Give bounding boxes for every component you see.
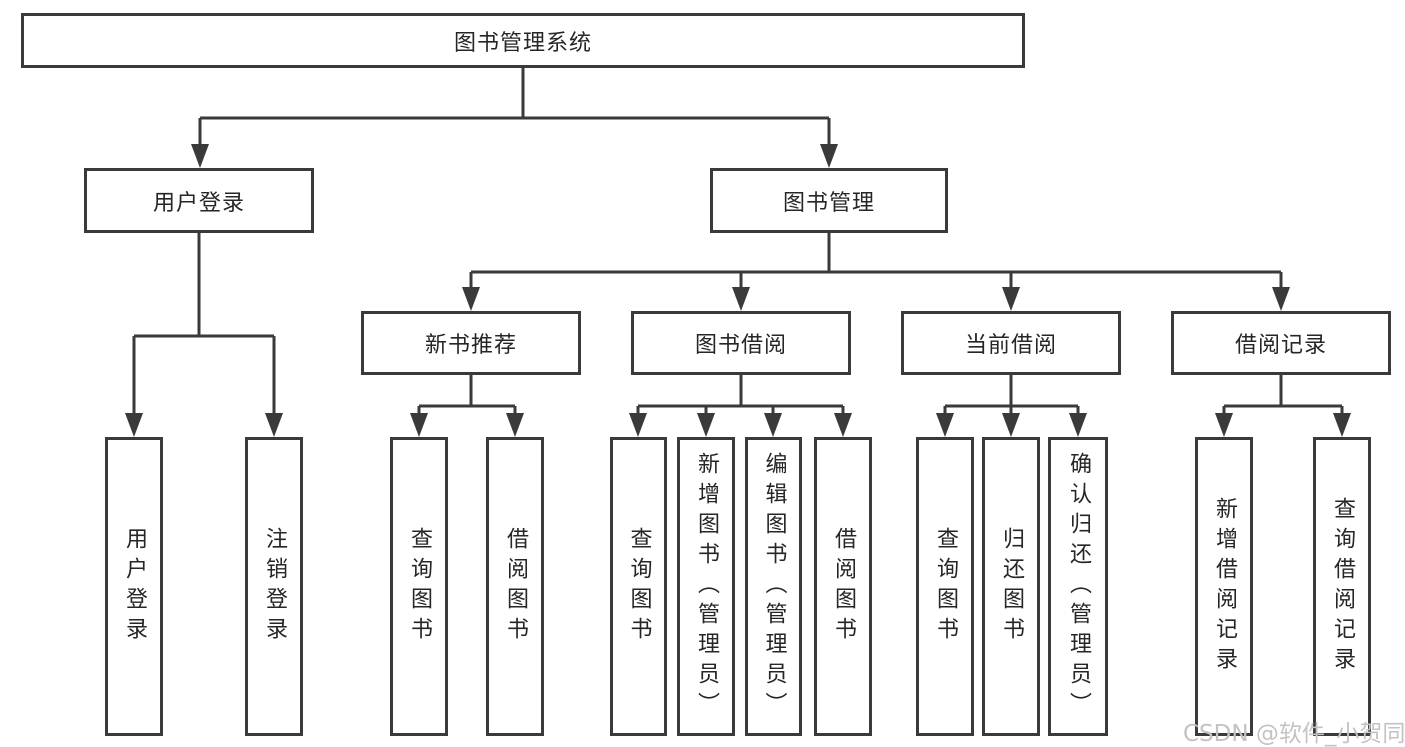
leaf-edit-book-admin: 编辑图书（管理员） — [745, 437, 802, 736]
node-label: 用户登录 — [152, 190, 245, 216]
node-user-login: 用户登录 — [84, 168, 314, 233]
node-current-borrow: 当前借阅 — [901, 311, 1121, 375]
leaf-borrow-borrow-books: 借阅图书 — [814, 437, 872, 736]
leaf-return-book: 归还图书 — [982, 437, 1040, 736]
leaf-newbooks-query-books: 查询图书 — [390, 437, 448, 736]
leaf-label: 借阅图书 — [831, 526, 856, 647]
node-borrow-records: 借阅记录 — [1171, 311, 1391, 375]
node-root-system: 图书管理系统 — [21, 13, 1025, 68]
node-label: 图书借阅 — [694, 333, 787, 358]
node-label: 新书推荐 — [424, 333, 517, 358]
leaf-label: 查询图书 — [407, 526, 432, 647]
node-label: 借阅记录 — [1234, 333, 1327, 358]
leaf-newbooks-borrow-books: 借阅图书 — [486, 437, 544, 736]
leaf-label: 编辑图书（管理员） — [761, 451, 787, 722]
leaf-borrow-query-books: 查询图书 — [610, 437, 667, 736]
leaf-label: 查询图书 — [626, 526, 652, 647]
leaf-logout: 注销登录 — [245, 437, 303, 736]
leaf-add-borrow-record: 新增借阅记录 — [1195, 437, 1253, 736]
node-label: 图书管理系统 — [453, 30, 592, 56]
leaf-current-query-books: 查询图书 — [916, 437, 974, 736]
node-new-book-recommend: 新书推荐 — [361, 311, 581, 375]
node-book-borrow: 图书借阅 — [631, 311, 851, 375]
node-label: 当前借阅 — [964, 333, 1057, 358]
leaf-label: 归还图书 — [999, 526, 1024, 647]
leaf-label: 新增借阅记录 — [1212, 496, 1237, 677]
arrowheads — [125, 144, 1351, 437]
node-book-management: 图书管理 — [710, 168, 948, 233]
leaf-label: 确认归还（管理员） — [1066, 451, 1091, 722]
csdn-watermark: CSDN @软件_小贺同学 — [1183, 721, 1405, 747]
leaf-label: 注销登录 — [262, 526, 287, 647]
leaf-label: 借阅图书 — [503, 526, 528, 647]
leaf-user-login: 用户登录 — [105, 437, 163, 736]
leaf-add-book-admin: 新增图书（管理员） — [677, 437, 735, 736]
leaf-label: 查询图书 — [933, 526, 958, 647]
leaf-confirm-return-admin: 确认归还（管理员） — [1048, 437, 1108, 736]
node-label: 图书管理 — [782, 190, 875, 216]
leaf-query-borrow-record: 查询借阅记录 — [1313, 437, 1371, 736]
leaf-label: 查询借阅记录 — [1330, 496, 1355, 677]
leaf-label: 新增图书（管理员） — [694, 451, 719, 722]
leaf-label: 用户登录 — [122, 526, 147, 647]
